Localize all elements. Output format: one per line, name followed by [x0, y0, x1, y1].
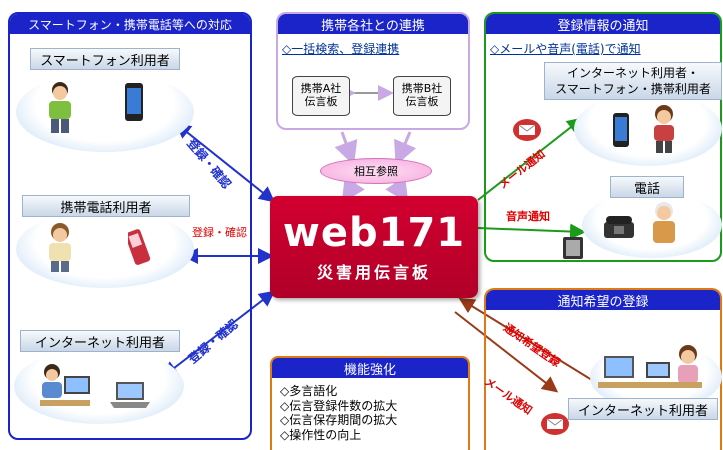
list-item: ◇伝言登録件数の拡大	[280, 398, 398, 413]
smartphone-icon	[125, 83, 143, 121]
carrier-b-board: 携帯B社 伝言板	[393, 76, 451, 116]
person-icon	[654, 105, 674, 153]
desktop-user-icon	[40, 364, 90, 406]
mutual-reference-bubble: 相互参照	[320, 158, 432, 184]
carrier-a-board: 携帯A社 伝言板	[292, 76, 350, 116]
mobile-user-label: 携帯電話利用者	[22, 195, 190, 217]
arrow-purple-left	[334, 131, 358, 166]
notification-panel-header: 登録情報の通知	[486, 14, 720, 34]
internet-user-label: インターネット利用者	[20, 330, 180, 352]
web171-center-box[interactable]: web171 災害用伝言板	[270, 196, 478, 298]
arrow-mail-notify-2	[454, 311, 559, 393]
arrow-label-register-2: 登録・確認	[192, 226, 247, 239]
mobile-user-oval	[16, 210, 194, 288]
smartphone-icon	[613, 113, 629, 147]
notification-panel	[484, 12, 722, 262]
list-item: ◇多言語化	[280, 384, 338, 398]
arrow-internet-center	[161, 290, 276, 378]
telephone-icon	[604, 216, 634, 238]
list-item: ◇操作性の向上	[280, 427, 362, 442]
arrow-smartphone-center	[174, 122, 276, 203]
notify-internet-label: インターネット利用者・ スマートフォン・携帯利用者	[544, 62, 722, 100]
person-icon	[49, 82, 71, 133]
carrier-panel	[276, 12, 470, 130]
desktop-user-icon	[598, 345, 702, 388]
features-list: ◇多言語化 ◇伝言登録件数の拡大 ◇伝言保存期間の拡大 ◇操作性の向上	[280, 384, 397, 442]
smartphone-user-label: スマートフォン利用者	[30, 48, 180, 70]
mail-icon	[513, 119, 541, 141]
smartphone-user-oval	[16, 72, 194, 152]
subscribe-panel-header: 通知希望の登録	[486, 290, 720, 310]
subscribe-panel	[484, 288, 722, 450]
features-panel-header: 機能強化	[272, 358, 468, 378]
subscribe-internet-label: インターネット利用者	[568, 398, 718, 420]
flip-phone-icon	[128, 229, 151, 265]
carrier-subtitle: ◇一括検索、登録連携	[282, 42, 400, 56]
web171-logo: web171	[282, 210, 466, 256]
carrier-panel-header: 携帯各社との連携	[278, 14, 468, 34]
keypad-phone-icon	[563, 237, 583, 259]
smartphone-panel	[8, 12, 252, 440]
elderly-person-icon	[653, 202, 675, 243]
notify-internet-oval	[574, 92, 722, 166]
arrow-voice-notify	[477, 223, 586, 240]
arrow-purple-right	[394, 131, 417, 166]
mail-icon	[541, 413, 569, 435]
arrow-mail-notify	[477, 117, 584, 201]
notification-subtitle: ◇メールや音声(電話)で通知	[490, 42, 641, 56]
features-panel	[270, 356, 470, 450]
laptop-icon	[110, 382, 150, 408]
list-item: ◇伝言保存期間の拡大	[280, 413, 398, 427]
smartphone-panel-header: スマートフォン・携帯電話等への対応	[10, 14, 250, 34]
notify-phone-label: 電話	[610, 176, 684, 198]
arrow-label-voice-notify: 音声通知	[506, 210, 550, 223]
person-icon	[49, 223, 71, 272]
web171-caption: 災害用伝言板	[316, 263, 431, 282]
